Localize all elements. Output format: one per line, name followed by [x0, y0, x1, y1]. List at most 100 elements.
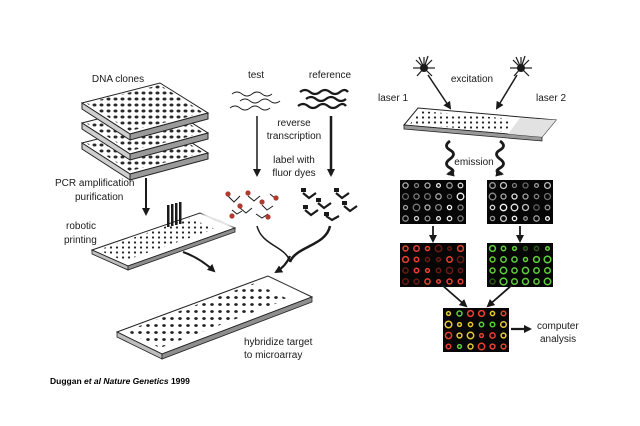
scanned-slide — [403, 107, 557, 142]
scan-spot — [544, 215, 551, 222]
scan-spot — [444, 320, 453, 329]
scan-spot — [457, 267, 464, 274]
scan-red-channel — [400, 243, 466, 287]
scan-spot — [446, 204, 453, 211]
scan-spot — [489, 267, 496, 274]
arrow-laser-1 — [427, 74, 452, 110]
scan-spot — [435, 278, 442, 285]
scan-spot — [500, 193, 507, 200]
label-robotic-1: robotic — [66, 221, 96, 232]
scan-spot — [466, 309, 475, 318]
scan-spot — [424, 256, 431, 263]
scan-spot — [444, 331, 453, 340]
scan-spot — [533, 278, 540, 285]
scan-spot — [424, 182, 431, 189]
scan-spot — [499, 203, 508, 212]
arrow-merge-test — [256, 225, 291, 263]
label-emission: emission — [454, 157, 493, 168]
scan-spot — [435, 256, 442, 263]
scan-spot — [457, 215, 464, 222]
scan-spot — [543, 181, 552, 190]
scan-spot — [500, 343, 507, 350]
label-laser-1: laser 1 — [378, 93, 408, 104]
arrow-red-to-merge — [441, 284, 468, 308]
label-test: test — [248, 70, 264, 81]
scan-spot — [435, 215, 442, 222]
citation-etal: et al — [84, 376, 102, 386]
scan-grayscale-2 — [487, 180, 553, 224]
scan-spot — [467, 343, 474, 350]
arrow-green-to-merge — [486, 284, 513, 308]
scan-spot — [499, 277, 508, 286]
test-rna-strands — [229, 91, 281, 111]
scan-spot — [500, 332, 507, 339]
scan-spot — [467, 321, 474, 328]
scan-spot — [424, 267, 431, 274]
scan-spot — [446, 215, 453, 222]
scan-spot — [446, 193, 453, 200]
scan-spot — [456, 192, 465, 201]
label-pcr-2: purification — [75, 192, 123, 203]
microarray-slide — [115, 275, 314, 360]
scan-spot — [401, 255, 410, 264]
arrow-merge-reference — [288, 225, 332, 263]
label-excitation: excitation — [451, 74, 493, 85]
scan-spot — [511, 182, 518, 189]
scan-spot — [445, 310, 452, 317]
scan-merged-overlay — [443, 308, 509, 352]
scan-spot — [456, 321, 463, 328]
scan-spot — [499, 320, 508, 329]
label-laser-2: laser 2 — [536, 93, 566, 104]
dna-clone-plates — [80, 82, 210, 181]
scan-spot — [435, 193, 442, 200]
scan-background — [400, 243, 466, 287]
arrow-to-microarray-center — [274, 255, 292, 274]
scan-spot — [402, 245, 409, 252]
citation-year: 1999 — [169, 376, 191, 386]
scan-spot — [402, 215, 409, 222]
scan-spot — [402, 204, 409, 211]
scan-spot — [413, 182, 420, 189]
scan-spot — [532, 255, 541, 264]
citation-journal: Nature Genetics — [101, 376, 169, 386]
label-rt-1: reverse — [277, 118, 311, 129]
scan-spot — [446, 245, 453, 252]
scan-spot — [522, 193, 529, 200]
scan-background — [443, 308, 509, 352]
scan-spot — [434, 203, 443, 212]
laser-2-icon — [510, 55, 532, 77]
label-reference: reference — [309, 70, 352, 81]
scan-spot — [456, 310, 463, 317]
label-dna-clones: DNA clones — [92, 74, 144, 85]
scan-spot — [457, 182, 464, 189]
scan-spot — [446, 278, 453, 285]
scan-spot — [489, 278, 496, 285]
scan-spot — [489, 321, 496, 328]
scan-spot — [500, 310, 507, 317]
scan-spot — [412, 203, 421, 212]
citation-authors: Duggan — [50, 376, 84, 386]
scan-spot — [543, 255, 552, 264]
scan-background — [487, 180, 553, 224]
scan-spot — [401, 277, 410, 286]
reference-rna-strands — [297, 88, 349, 110]
scan-spot — [489, 343, 496, 350]
scan-spot — [533, 245, 540, 252]
scan-spot — [521, 203, 530, 212]
scan-spot — [478, 321, 485, 328]
arrow-laser-2 — [495, 74, 518, 110]
scan-spot — [522, 245, 529, 252]
scan-spot — [521, 277, 530, 286]
scan-background — [487, 243, 553, 287]
scan-spot — [500, 256, 507, 263]
scan-spot — [488, 192, 497, 201]
scan-spot — [521, 266, 530, 275]
emission-wave-left — [445, 139, 455, 177]
label-hybridize-1: hybridize target — [244, 337, 313, 348]
scan-spot — [478, 332, 485, 339]
scan-grayscale-1 — [400, 180, 466, 224]
scan-spot — [456, 255, 465, 264]
scan-spot — [510, 203, 519, 212]
scan-spot — [434, 244, 443, 253]
citation: Duggan et al Nature Genetics 1999 — [50, 376, 190, 386]
